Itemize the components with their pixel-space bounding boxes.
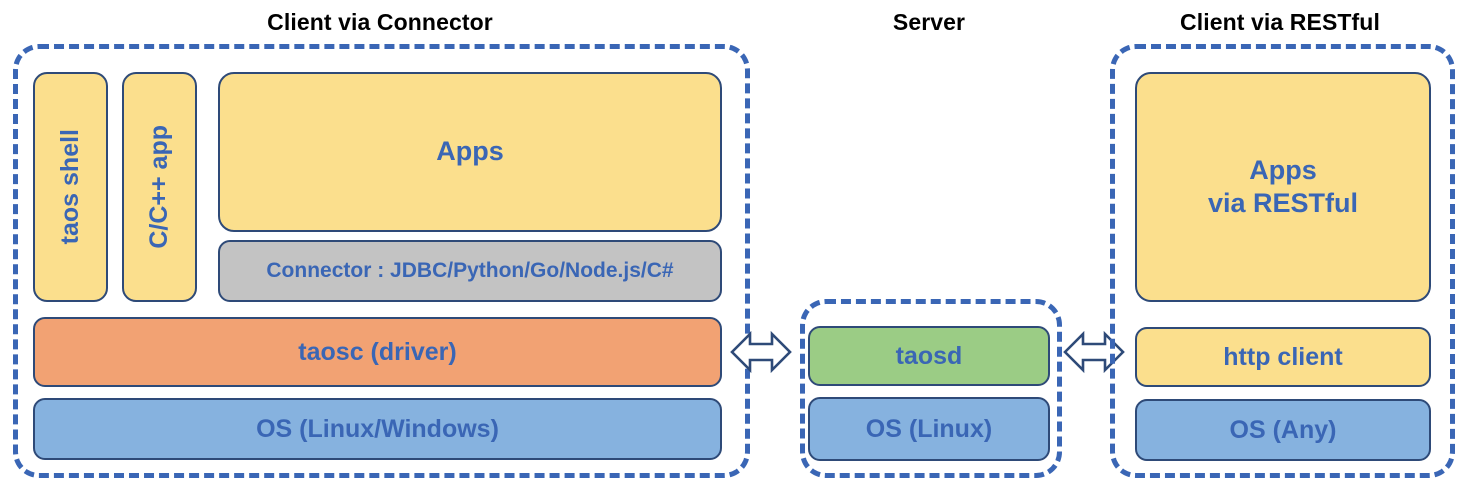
node-taosc-driver[interactable]: taosc (driver) (33, 317, 722, 387)
node-taosc-driver-label: taosc (driver) (298, 337, 457, 366)
node-http-client[interactable]: http client (1135, 327, 1431, 387)
node-taos-shell-label: taos shell (56, 129, 84, 245)
node-os-linux[interactable]: OS (Linux) (808, 397, 1050, 461)
group-client-via-connector (13, 44, 750, 478)
node-os-linux-windows-label: OS (Linux/Windows) (256, 414, 499, 443)
node-os-linux-windows[interactable]: OS (Linux/Windows) (33, 398, 722, 460)
section-title-server: Server (892, 9, 966, 35)
node-apps-via-restful[interactable]: Apps via RESTful (1135, 72, 1431, 302)
group-server (800, 299, 1062, 478)
double-headed-arrow-icon-client-to-server (730, 324, 792, 380)
node-connector-libraries-label: Connector : JDBC/Python/Go/Node.js/C# (266, 258, 674, 282)
node-os-any[interactable]: OS (Any) (1135, 399, 1431, 461)
node-taosd-label: taosd (895, 341, 963, 370)
node-c-cpp-app[interactable]: C/C++ app (122, 72, 197, 302)
group-client-via-restful (1110, 44, 1455, 478)
node-taos-shell[interactable]: taos shell (33, 72, 108, 302)
node-connector-libraries[interactable]: Connector : JDBC/Python/Go/Node.js/C# (218, 240, 722, 302)
node-apps-label: Apps (436, 136, 504, 167)
node-apps-via-restful-line2: via RESTful (1207, 188, 1359, 218)
node-http-client-label: http client (1223, 342, 1343, 371)
node-c-cpp-app-label: C/C++ app (145, 125, 173, 249)
node-apps-via-restful-label: Apps via RESTful (1208, 154, 1358, 221)
node-os-any-label: OS (Any) (1229, 415, 1337, 444)
node-apps[interactable]: Apps (218, 72, 722, 232)
section-title-client-via-restful: Client via RESTful (1180, 9, 1380, 35)
node-os-linux-label: OS (Linux) (865, 414, 993, 443)
node-apps-via-restful-line1: Apps (1249, 154, 1317, 185)
section-title-client-via-connector: Client via Connector (267, 9, 493, 35)
double-headed-arrow-icon-server-to-restful (1063, 324, 1125, 380)
node-taosd[interactable]: taosd (808, 326, 1050, 386)
